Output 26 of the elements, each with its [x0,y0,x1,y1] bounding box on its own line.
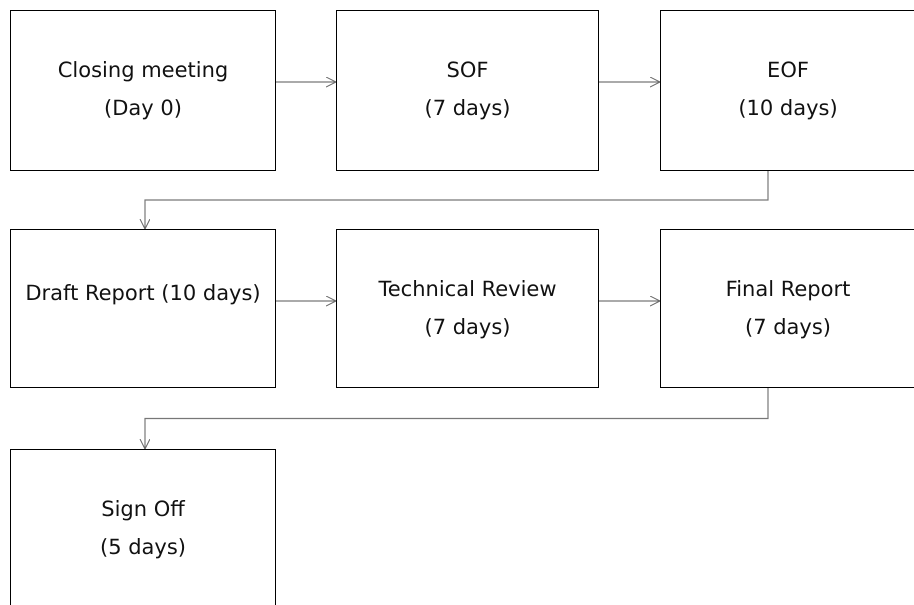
step-label: (7 days) [424,95,510,122]
step-label: Draft Report (10 days) [25,280,261,307]
process-box [10,229,276,388]
step-label: (5 days) [100,534,186,561]
process-box [10,449,276,605]
step-label: (Day 0) [104,95,182,122]
step-label: Technical Review [378,276,557,303]
step-label: Closing meeting [58,57,228,84]
arrow [276,296,336,306]
arrow [599,76,660,88]
process-box [336,229,599,388]
arrow [140,171,769,230]
step-label: Sign Off [101,496,185,523]
process-box [660,229,914,388]
step-label: Final Report [726,276,850,303]
arrow [140,388,769,450]
arrow [276,76,336,88]
arrow [599,296,660,306]
process-box [660,10,914,171]
process-box [336,10,599,171]
step-label: (7 days) [745,314,831,341]
step-label: EOF [767,57,809,84]
process-box [10,10,276,171]
step-label: (10 days) [738,95,838,122]
step-label: (7 days) [424,314,510,341]
step-label: SOF [446,57,488,84]
